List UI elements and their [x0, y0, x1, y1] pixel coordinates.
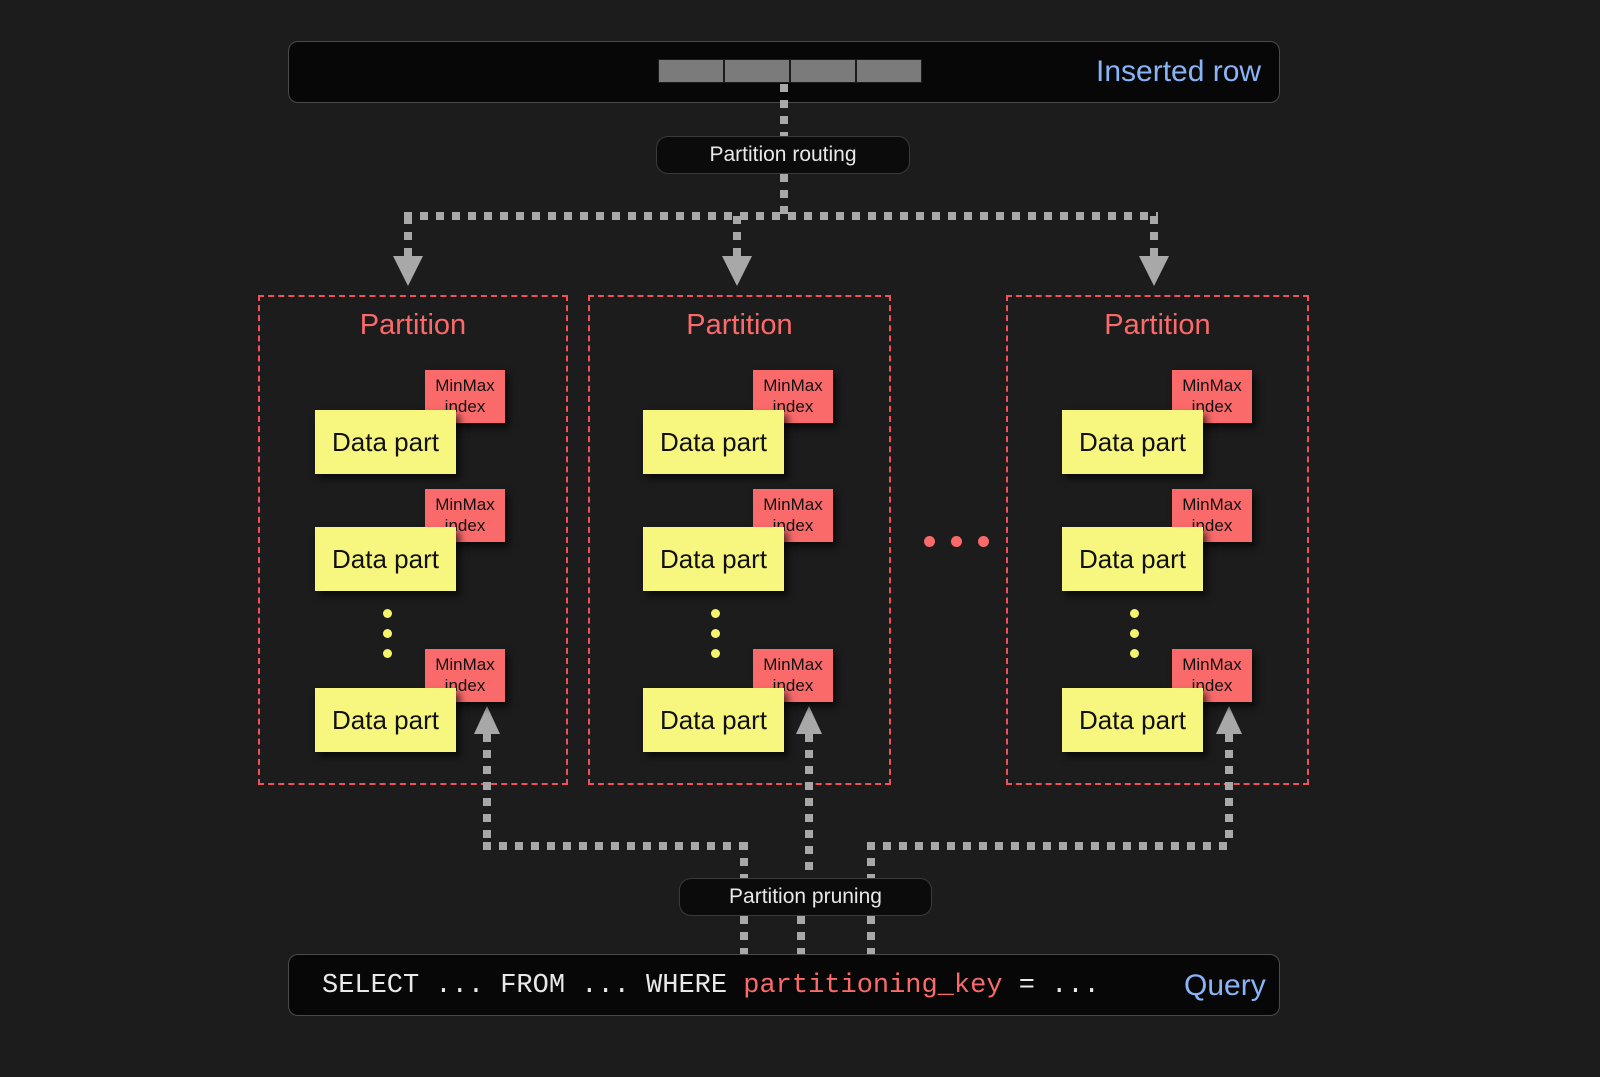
connector-routing-to-bus [780, 174, 788, 216]
row-cell [658, 59, 724, 83]
minmax-index-box: MinMax index [425, 370, 505, 423]
data-part-label: Data part [660, 704, 767, 735]
partition-title: Partition [359, 309, 467, 341]
connector-pruning-to-query-left [740, 916, 748, 956]
query-sql-prefix: SELECT ... FROM ... WHERE [322, 971, 744, 1001]
minmax-index-line1: MinMax [763, 655, 823, 675]
partition-box-2: Partition [588, 295, 891, 785]
partition-title: Partition [1104, 309, 1211, 341]
minmax-index-line1: MinMax [435, 655, 495, 675]
connector-pruning-left-down [740, 842, 748, 878]
data-part-label: Data part [1079, 426, 1186, 457]
connector-pruning-partition-1-vert [483, 734, 491, 846]
arrow-pruning-to-partition-1 [474, 706, 500, 734]
minmax-index-line1: MinMax [435, 495, 495, 515]
data-part-label: Data part [332, 543, 439, 574]
partition-pruning-box: Partition pruning [679, 878, 932, 916]
data-part-box: Data part [315, 527, 456, 591]
connector-bus-to-partition-3 [1150, 216, 1158, 260]
minmax-index-line1: MinMax [1182, 495, 1242, 515]
partition-pruning-label: Partition pruning [729, 885, 882, 908]
partition-box-1: Partition [258, 295, 568, 785]
connector-pruning-to-query-center [797, 916, 805, 956]
data-part-box: Data part [1062, 688, 1203, 752]
query-label: Query [1184, 969, 1266, 1002]
data-part-ellipsis [383, 609, 392, 658]
query-sql-suffix: = ... [1002, 971, 1100, 1001]
row-cell [790, 59, 856, 83]
connector-pruning-to-query-right [867, 916, 875, 956]
partition-box-3: Partition [1006, 295, 1309, 785]
partition-routing-box: Partition routing [656, 136, 910, 174]
connector-pruning-partition-3-vert [1225, 734, 1233, 846]
data-part-label: Data part [1079, 704, 1186, 735]
minmax-index-box: MinMax index [425, 649, 505, 702]
connector-pruning-partition-1-horiz [483, 842, 747, 850]
connector-bus-to-partition-1 [404, 216, 412, 260]
arrow-into-partition-1 [393, 256, 423, 286]
minmax-index-line1: MinMax [1182, 376, 1242, 396]
partition-ellipsis [924, 536, 989, 547]
query-sql-text: SELECT ... FROM ... WHERE partitioning_k… [322, 973, 1100, 1000]
inserted-row-label: Inserted row [1096, 55, 1262, 88]
arrow-pruning-to-partition-3 [1216, 706, 1242, 734]
data-part-label: Data part [660, 426, 767, 457]
data-part-box: Data part [1062, 527, 1203, 591]
data-part-box: Data part [1062, 410, 1203, 474]
data-part-box: Data part [643, 527, 784, 591]
data-part-box: Data part [315, 688, 456, 752]
data-part-label: Data part [332, 704, 439, 735]
partition-routing-label: Partition routing [709, 143, 857, 166]
arrow-pruning-to-partition-2 [796, 706, 822, 734]
connector-row-to-routing [780, 84, 788, 136]
data-part-label: Data part [1079, 543, 1186, 574]
query-sql-keyword: partitioning_key [743, 971, 1003, 1001]
minmax-index-box: MinMax index [425, 489, 505, 542]
connector-pruning-partition-3-horiz [867, 842, 1233, 850]
row-cell [724, 59, 790, 83]
data-part-label: Data part [660, 543, 767, 574]
minmax-index-line1: MinMax [763, 376, 823, 396]
minmax-index-box: MinMax index [1172, 489, 1252, 542]
data-part-box: Data part [643, 410, 784, 474]
connector-bus-to-partition-2 [733, 216, 741, 260]
partition-title: Partition [686, 309, 793, 341]
query-bar [288, 954, 1280, 1016]
arrow-into-partition-2 [722, 256, 752, 286]
inserted-row-cells [658, 59, 922, 83]
routing-bus-line [404, 212, 1158, 220]
data-part-box: Data part [643, 688, 784, 752]
minmax-index-line1: MinMax [1182, 655, 1242, 675]
connector-pruning-partition-2-vert [805, 734, 813, 878]
minmax-index-line1: MinMax [435, 376, 495, 396]
data-part-box: Data part [315, 410, 456, 474]
data-part-label: Data part [332, 426, 439, 457]
arrow-into-partition-3 [1139, 256, 1169, 286]
data-part-ellipsis [711, 609, 720, 658]
minmax-index-line1: MinMax [763, 495, 823, 515]
connector-pruning-partition-3-down [867, 842, 875, 878]
row-cell [856, 59, 922, 83]
data-part-ellipsis [1130, 609, 1139, 658]
